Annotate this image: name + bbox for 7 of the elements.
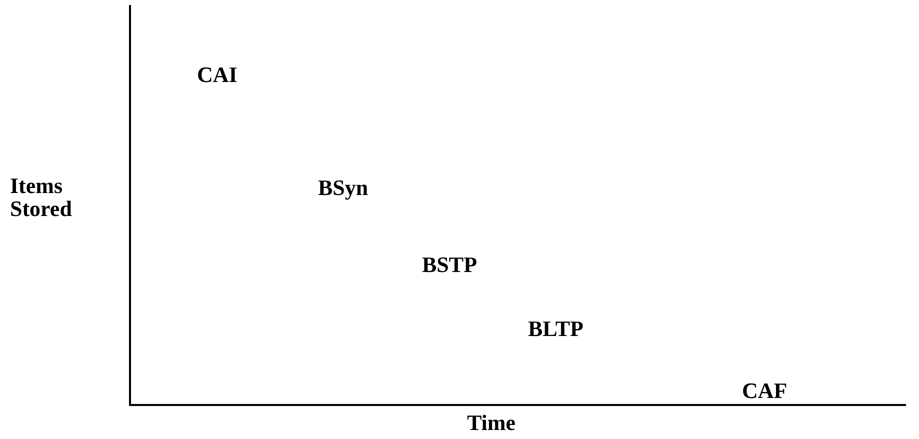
curve-label: BSTP	[422, 253, 478, 276]
curve-label: BSyn	[318, 176, 368, 199]
axis-title: Time	[467, 411, 516, 434]
curve-label: CAF	[742, 379, 788, 402]
axis-title: Items Stored	[10, 174, 73, 220]
curve-label: CAI	[197, 63, 238, 86]
curve-label: BLTP	[528, 317, 584, 340]
